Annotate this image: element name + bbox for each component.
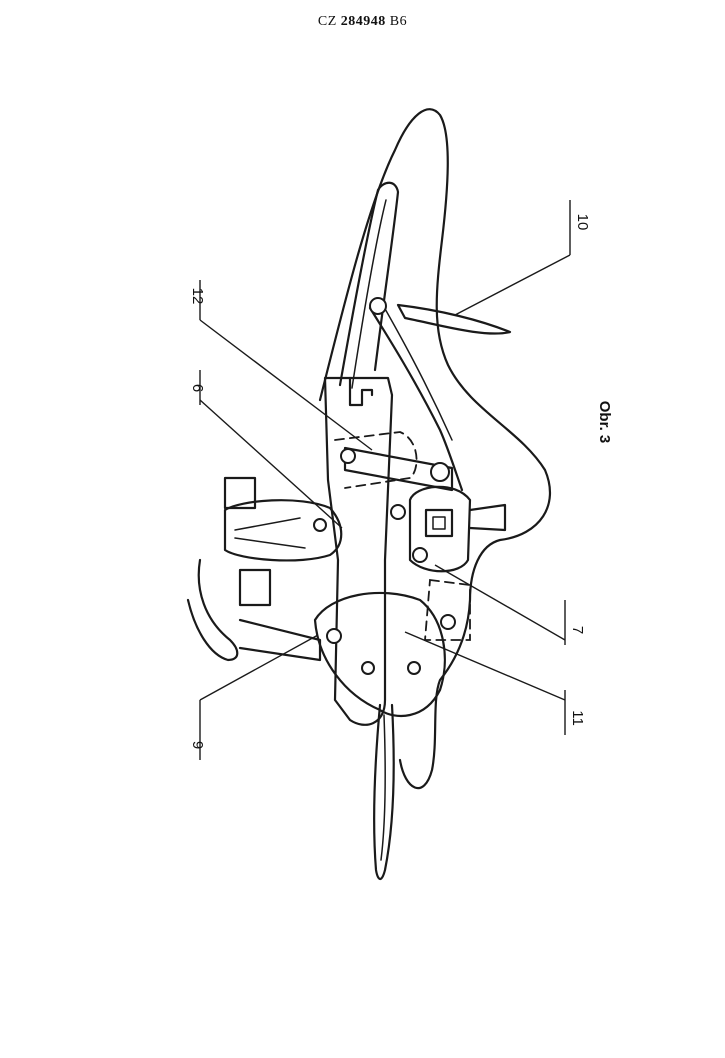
stock-outline bbox=[318, 108, 551, 790]
header-number: 284948 bbox=[340, 14, 386, 29]
pin bbox=[440, 614, 456, 630]
pin bbox=[390, 504, 406, 520]
barrel bbox=[373, 703, 395, 881]
label-7: 7 bbox=[569, 626, 586, 634]
pan-cover bbox=[223, 476, 257, 510]
pin bbox=[361, 661, 375, 675]
plate-notch bbox=[348, 376, 374, 407]
frizzen-spring bbox=[234, 517, 306, 549]
leader-9 bbox=[199, 634, 319, 701]
spring-arm bbox=[368, 306, 464, 492]
spring-arm-inner bbox=[379, 299, 453, 441]
tumbler-housing bbox=[408, 485, 472, 573]
figure-caption: Obr. 3 bbox=[596, 401, 613, 444]
leader-6 bbox=[199, 399, 343, 529]
label-11: 11 bbox=[569, 710, 586, 726]
leader-11 bbox=[404, 631, 566, 701]
pin bbox=[340, 448, 356, 464]
leader-7 bbox=[434, 564, 566, 641]
stock-channel bbox=[338, 181, 400, 387]
frizzen bbox=[223, 499, 343, 562]
leader-10 bbox=[454, 254, 571, 316]
pin bbox=[407, 661, 421, 675]
cock-neck bbox=[238, 618, 322, 662]
hidden-outline-lower bbox=[424, 578, 471, 641]
tumbler-square-inner bbox=[432, 516, 446, 530]
pin bbox=[369, 297, 387, 315]
sear-lever bbox=[468, 503, 507, 532]
hidden-outline-upper bbox=[334, 431, 418, 489]
header-suffix: B6 bbox=[389, 14, 408, 29]
pin bbox=[313, 518, 327, 532]
pan-block bbox=[238, 568, 272, 607]
pin bbox=[326, 628, 342, 644]
lock-plate bbox=[323, 376, 394, 726]
patent-header: CZ 284948 B6 bbox=[0, 14, 725, 30]
label-12: 12 bbox=[189, 288, 206, 305]
pin bbox=[430, 462, 450, 482]
tumbler-square bbox=[424, 508, 454, 538]
barrel-inner bbox=[380, 714, 386, 861]
label-9: 9 bbox=[189, 741, 206, 749]
label-10: 10 bbox=[574, 214, 591, 231]
header-prefix: CZ bbox=[317, 14, 337, 29]
stock-channel-inner bbox=[351, 199, 387, 389]
trigger-blade bbox=[396, 303, 512, 335]
hammer-plate bbox=[313, 591, 446, 718]
leader-12 bbox=[199, 319, 373, 451]
label-6: 6 bbox=[189, 384, 206, 392]
pin bbox=[412, 547, 428, 563]
cock bbox=[186, 558, 239, 662]
